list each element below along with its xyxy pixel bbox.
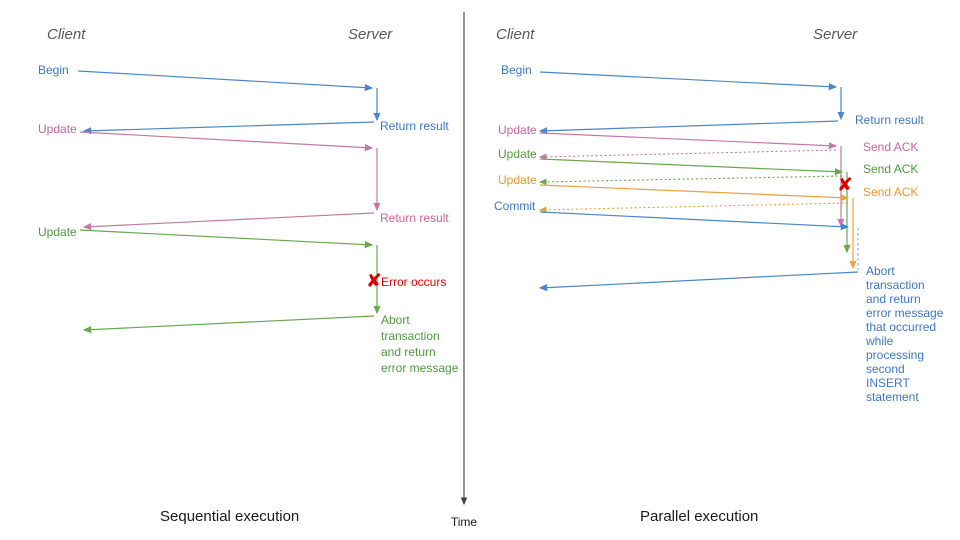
lane-title-client-sequential: Client xyxy=(47,26,86,43)
message-begin-sequential: Begin xyxy=(38,63,374,92)
label-abort-line-1: transaction xyxy=(381,329,440,343)
label-abort-parallel-line-1: transaction xyxy=(866,278,925,292)
arrow-update-3-parallel xyxy=(539,184,850,202)
message-return-result-parallel: Return result xyxy=(538,113,924,135)
arrow-update-2-parallel xyxy=(539,158,844,176)
label-begin-parallel: Begin xyxy=(501,63,532,77)
label-abort-parallel-line-9: statement xyxy=(866,390,919,404)
message-begin-parallel: Begin xyxy=(501,63,838,91)
label-update-2: Update xyxy=(38,225,77,239)
caption-sequential: Sequential execution xyxy=(160,508,299,525)
arrow-return-result-1 xyxy=(82,121,375,135)
label-abort-line-3: error message xyxy=(381,361,459,375)
label-update-2-parallel: Update xyxy=(498,147,537,161)
lane-title-server-sequential: Server xyxy=(348,26,393,43)
label-abort-parallel-line-6: processing xyxy=(866,348,924,362)
message-commit-parallel: Commit xyxy=(494,199,850,231)
label-abort-parallel-line-3: error message xyxy=(866,306,944,320)
error-marker-sequential: ✘ Error occurs xyxy=(366,271,446,292)
message-update-2-sequential: Update xyxy=(38,225,374,249)
error-marker-parallel: ✘ xyxy=(837,175,853,196)
message-send-ack-1-parallel: Send ACK xyxy=(538,140,918,161)
message-update-3-parallel: Update xyxy=(498,173,850,202)
arrow-send-ack-1 xyxy=(538,149,837,161)
label-send-ack-2: Send ACK xyxy=(863,162,918,176)
arrow-update-1-parallel xyxy=(539,132,838,150)
panel-sequential: Client Server Begin Return result Update xyxy=(38,26,459,525)
arrow-update-1 xyxy=(79,131,374,152)
arrow-begin xyxy=(77,70,374,92)
message-return-result-1-sequential: Return result xyxy=(82,119,449,135)
label-abort-parallel-line-0: Abort xyxy=(866,264,895,278)
label-update-1-parallel: Update xyxy=(498,123,537,137)
label-return-result-2: Return result xyxy=(380,211,449,225)
panel-parallel: Client Server Begin Return result Update xyxy=(494,26,944,525)
label-commit-parallel: Commit xyxy=(494,199,536,213)
time-axis: Time xyxy=(451,12,478,529)
arrow-return-result-parallel xyxy=(538,120,839,135)
error-x-icon-parallel: ✘ xyxy=(837,175,853,196)
arrow-abort-return xyxy=(82,315,375,334)
arrow-commit-parallel xyxy=(539,211,850,231)
label-update-1: Update xyxy=(38,122,77,136)
label-abort-line-0: Abort xyxy=(381,313,410,327)
label-abort-parallel-line-5: while xyxy=(865,334,894,348)
arrow-return-result-2 xyxy=(82,212,375,231)
label-abort-parallel-line-7: second xyxy=(866,362,905,376)
label-begin: Begin xyxy=(38,63,69,77)
time-axis-label: Time xyxy=(451,515,478,529)
error-x-icon: ✘ xyxy=(366,271,382,292)
label-abort-line-2: and return xyxy=(381,345,436,359)
message-return-result-2-sequential: Return result xyxy=(82,211,449,231)
label-return-result-parallel: Return result xyxy=(855,113,924,127)
label-abort-parallel-line-8: INSERT xyxy=(866,376,910,390)
message-abort-return-sequential: Abort transaction and return error messa… xyxy=(82,313,459,375)
arrow-begin-parallel xyxy=(539,71,838,91)
label-return-result-1: Return result xyxy=(380,119,449,133)
arrow-send-ack-3 xyxy=(538,202,849,214)
label-update-3-parallel: Update xyxy=(498,173,537,187)
message-update-2-parallel: Update xyxy=(498,147,844,176)
message-abort-return-parallel: Abort transaction and return error messa… xyxy=(538,264,944,404)
arrow-send-ack-2 xyxy=(538,175,843,186)
label-error-occurs: Error occurs xyxy=(381,275,446,289)
label-abort-parallel-line-4: that occurred xyxy=(866,320,936,334)
caption-parallel: Parallel execution xyxy=(640,508,758,525)
arrow-abort-return-parallel xyxy=(538,271,859,292)
lane-title-client-parallel: Client xyxy=(496,26,535,43)
message-send-ack-3-parallel: Send ACK xyxy=(538,185,918,214)
lane-title-server-parallel: Server xyxy=(813,26,858,43)
label-send-ack-3: Send ACK xyxy=(863,185,918,199)
message-update-1-parallel: Update xyxy=(498,123,838,150)
message-send-ack-2-parallel: Send ACK xyxy=(538,162,918,186)
label-abort-parallel-line-2: and return xyxy=(866,292,921,306)
arrow-update-2 xyxy=(79,229,374,249)
label-send-ack-1: Send ACK xyxy=(863,140,918,154)
message-update-1-sequential: Update xyxy=(38,122,374,152)
